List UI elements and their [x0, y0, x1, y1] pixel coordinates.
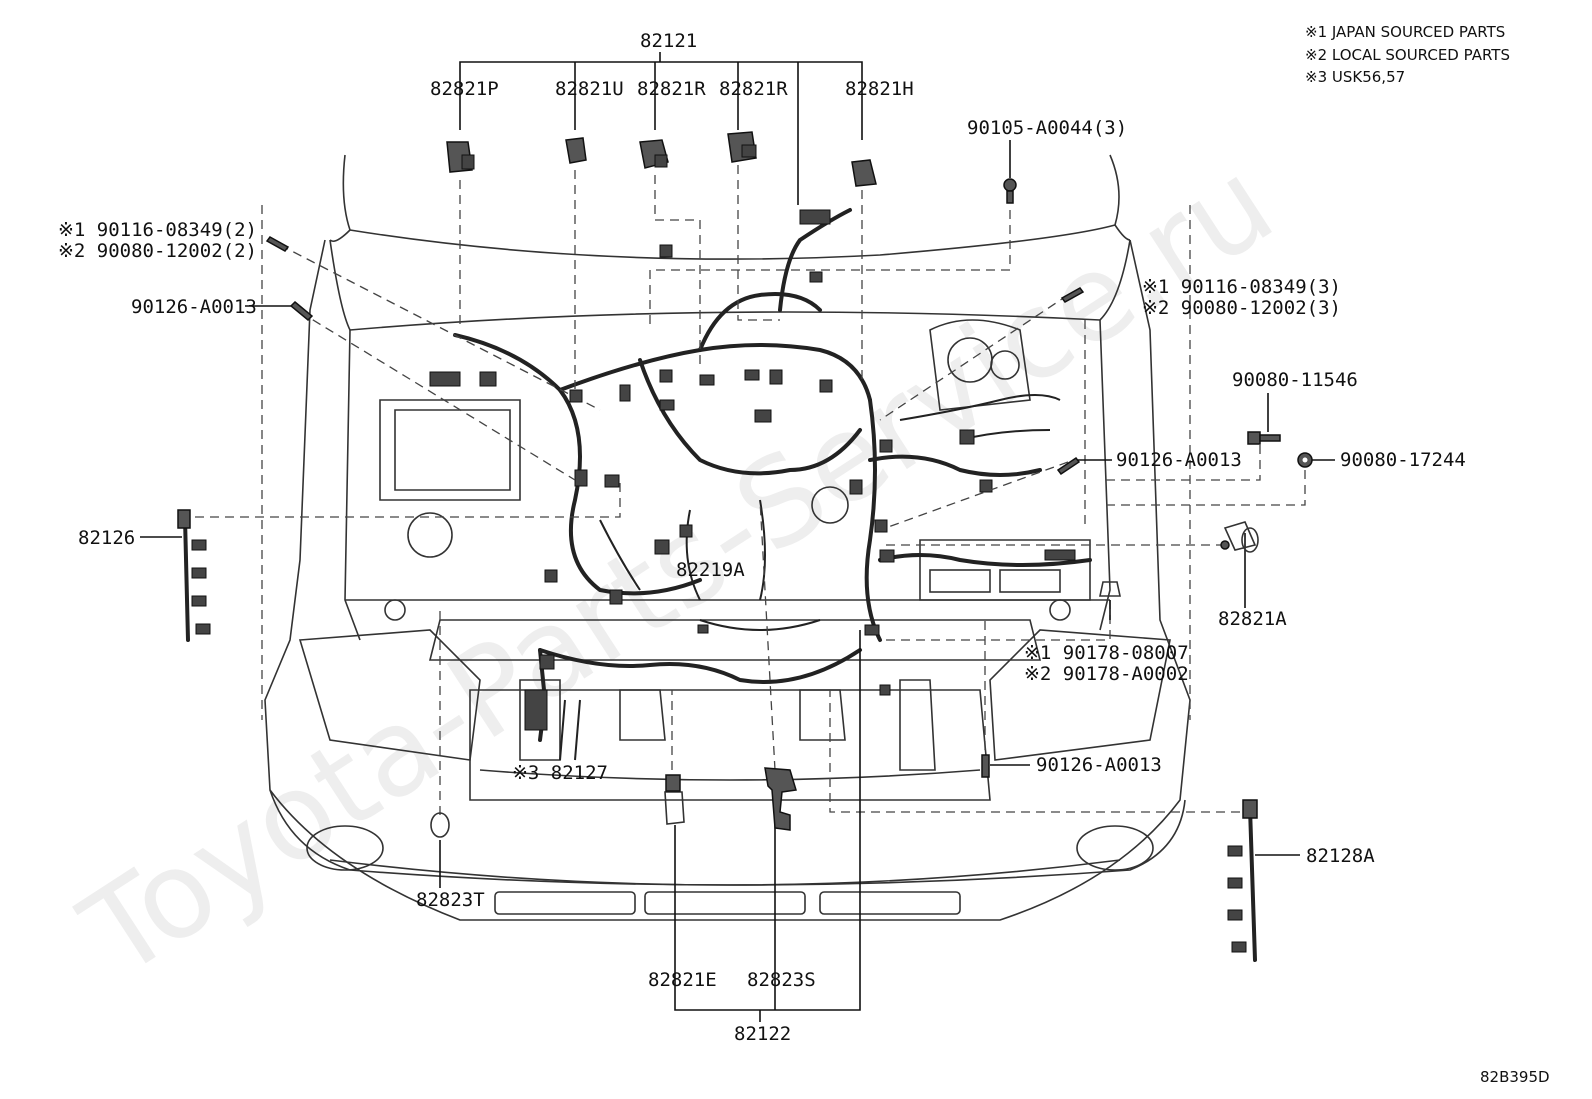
- nut-90178-icon: [1099, 581, 1121, 597]
- engine-harness: [429, 208, 1092, 742]
- label-82821U[interactable]: 82821U: [555, 78, 624, 100]
- label-90178-08007[interactable]: ※1 90178-08007: [1024, 642, 1189, 664]
- connector-82821H-icon: [851, 159, 877, 187]
- label-90116-08349-right[interactable]: ※1 90116-08349(3): [1142, 276, 1341, 298]
- label-82122[interactable]: 82122: [734, 1023, 791, 1045]
- label-82127[interactable]: ※3 82127: [512, 762, 608, 784]
- label-82821R-a[interactable]: 82821R: [637, 78, 706, 100]
- label-82219A[interactable]: 82219A: [676, 559, 745, 581]
- harness-82127-icon: [559, 699, 581, 761]
- label-82823T[interactable]: 82823T: [416, 889, 485, 911]
- label-90105-A0044[interactable]: 90105-A0044(3): [967, 117, 1127, 139]
- diagram-id: 82B395D: [1480, 1068, 1550, 1086]
- harness-82128A-icon: [1227, 799, 1258, 962]
- clip-low-icon: [981, 754, 990, 778]
- note-japan: ※1 JAPAN SOURCED PARTS: [1305, 23, 1505, 41]
- label-82128A[interactable]: 82128A: [1306, 845, 1375, 867]
- connector-82821P-icon: [446, 141, 475, 173]
- notes: ※1 JAPAN SOURCED PARTS ※2 LOCAL SOURCED …: [1305, 23, 1510, 86]
- connector-82821E-icon: [664, 774, 685, 825]
- label-82821P[interactable]: 82821P: [430, 78, 499, 100]
- clip-mid-icon: [1056, 456, 1081, 476]
- relay-82821A-icon: [1220, 521, 1259, 553]
- socket-82823T-icon: [430, 812, 450, 838]
- label-82821E[interactable]: 82821E: [648, 969, 717, 991]
- label-82121[interactable]: 82121: [640, 30, 697, 52]
- part-labels: 82121 82821P 82821U 82821R 82821R 82821H…: [58, 30, 1466, 1045]
- label-82821A[interactable]: 82821A: [1218, 608, 1287, 630]
- label-82126[interactable]: 82126: [78, 527, 135, 549]
- label-90080-11546[interactable]: 90080-11546: [1232, 369, 1358, 391]
- pin-left-icon: [265, 236, 290, 252]
- note-local: ※2 LOCAL SOURCED PARTS: [1305, 46, 1510, 64]
- harness-82126-icon: [177, 509, 211, 642]
- parts: [177, 131, 1313, 962]
- label-82821R-b[interactable]: 82821R: [719, 78, 788, 100]
- nut-icon: [1297, 452, 1313, 468]
- label-90126-A0013-left[interactable]: 90126-A0013: [131, 296, 257, 318]
- label-90126-A0013-mid[interactable]: 90126-A0013: [1116, 449, 1242, 471]
- bolt-icon: [1003, 178, 1017, 204]
- label-90080-17244[interactable]: 90080-17244: [1340, 449, 1466, 471]
- clip-left-icon: [289, 300, 314, 322]
- note-usk: ※3 USK56,57: [1305, 68, 1405, 86]
- dashed-leaders: [195, 165, 1306, 815]
- label-90080-12002-right[interactable]: ※2 90080-12002(3): [1142, 297, 1341, 319]
- connector-82821U-icon: [565, 137, 587, 164]
- label-90178-A0002[interactable]: ※2 90178-A0002: [1024, 663, 1189, 685]
- label-90080-12002-left[interactable]: ※2 90080-12002(2): [58, 240, 257, 262]
- vehicle-outline: [264, 154, 1191, 921]
- connector-82821R-b-icon: [727, 131, 757, 163]
- bolt-right-icon: [1247, 431, 1281, 445]
- solid-leaders: [140, 52, 1335, 1022]
- label-90126-A0013-low[interactable]: 90126-A0013: [1036, 754, 1162, 776]
- pin-right-icon: [1060, 287, 1085, 303]
- connector-82821R-a-icon: [639, 139, 669, 169]
- label-90116-08349-left[interactable]: ※1 90116-08349(2): [58, 219, 257, 241]
- connector-82823S-icon: [764, 767, 797, 831]
- label-82823S[interactable]: 82823S: [747, 969, 816, 991]
- label-82821H[interactable]: 82821H: [845, 78, 914, 100]
